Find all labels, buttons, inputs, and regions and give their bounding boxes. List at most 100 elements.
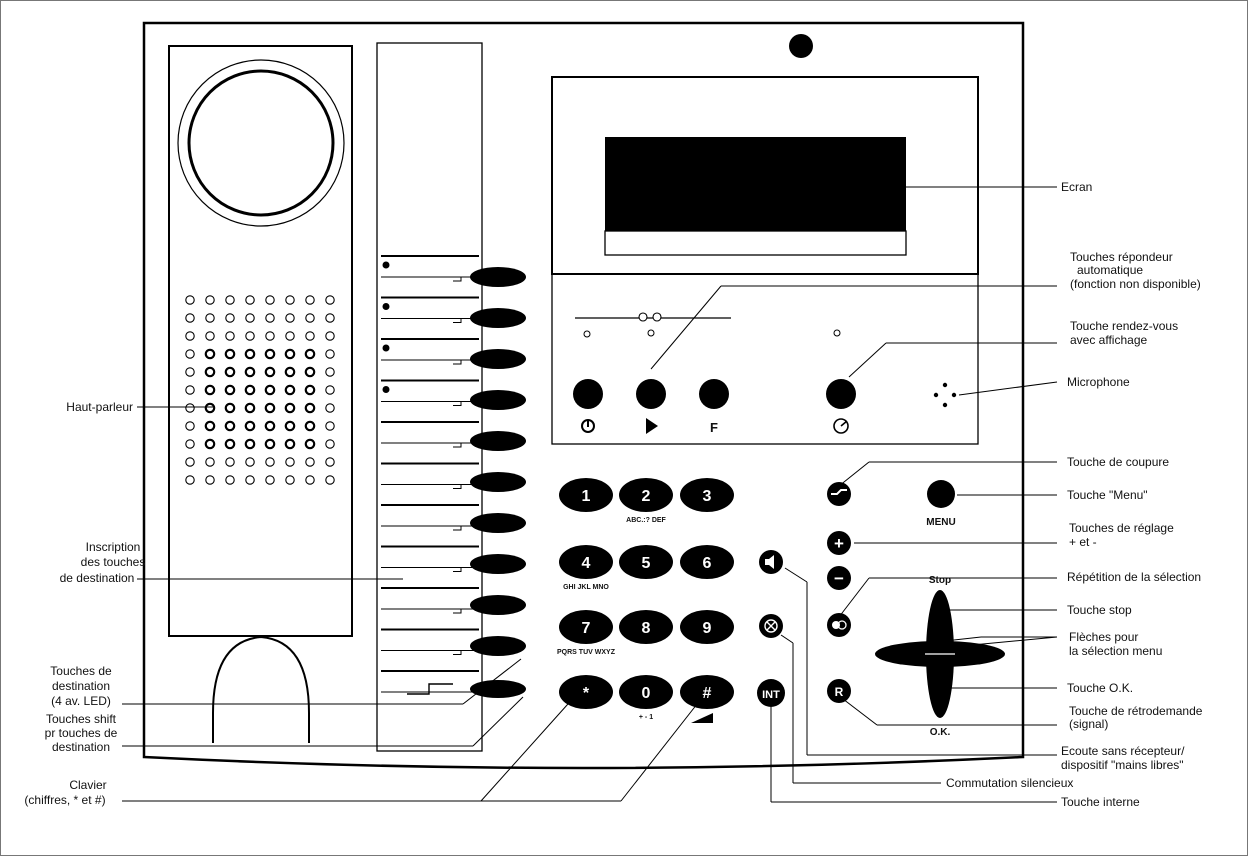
destination-key[interactable] xyxy=(470,267,526,287)
label-clavier-2: (chiffres, * et #) xyxy=(24,793,105,807)
keypad-key-label: 4 xyxy=(582,555,591,572)
speaker-hole xyxy=(284,402,296,414)
power-button[interactable] xyxy=(573,379,603,409)
menu-button[interactable] xyxy=(927,480,955,508)
r-key-label: R xyxy=(835,685,844,699)
keypad-key-1[interactable] xyxy=(559,478,613,512)
keypad-key-9[interactable] xyxy=(680,610,734,644)
speaker-hole xyxy=(225,331,235,341)
speaker-hole xyxy=(325,349,335,359)
hash-corner-mark xyxy=(691,713,713,723)
keypad-key-hash[interactable] xyxy=(680,675,734,709)
destination-key[interactable] xyxy=(470,554,526,574)
shift-step-mark xyxy=(453,650,469,655)
speaker-hole xyxy=(204,438,216,450)
keypad-key-8[interactable] xyxy=(619,610,673,644)
label-retrodemande-2: (signal) xyxy=(1069,717,1108,731)
keypad-key-7[interactable] xyxy=(559,610,613,644)
microphone-holes xyxy=(933,382,957,408)
shift-step-mark xyxy=(453,401,469,406)
speaker-hole xyxy=(285,313,295,323)
label-clavier-1: Clavier xyxy=(69,778,106,792)
keypad-key-label: 0 xyxy=(642,685,651,702)
destination-key[interactable] xyxy=(470,472,526,492)
speaker-hole xyxy=(304,438,316,450)
r-button[interactable] xyxy=(827,679,851,703)
label-destination-1: Touches de xyxy=(50,664,112,678)
speaker-hole xyxy=(185,457,195,467)
destination-key[interactable] xyxy=(470,390,526,410)
speaker-hole xyxy=(284,366,296,378)
keypad-key-4[interactable] xyxy=(559,545,613,579)
keypad-key-label: * xyxy=(583,685,590,702)
speaker-hole xyxy=(245,295,255,305)
speaker-hole xyxy=(325,403,335,413)
speaker-hole xyxy=(225,475,235,485)
play-button[interactable] xyxy=(636,379,666,409)
f-key-label: F xyxy=(710,420,718,435)
keypad-key-0[interactable] xyxy=(619,675,673,709)
speaker-icon xyxy=(765,555,774,569)
speaker-hole xyxy=(185,403,195,413)
shift-step-mark xyxy=(453,608,469,614)
speaker-hole xyxy=(244,420,256,432)
callout-lines xyxy=(122,186,1058,803)
speaker-hole xyxy=(244,438,256,450)
keypad-key-2[interactable] xyxy=(619,478,673,512)
f-button[interactable] xyxy=(699,379,729,409)
led-2 xyxy=(647,329,655,337)
disconnect-button[interactable] xyxy=(827,482,851,506)
destination-key[interactable] xyxy=(470,636,526,656)
stop-key-label: Stop xyxy=(929,575,951,586)
speaker-hole xyxy=(325,439,335,449)
keypad-key-5[interactable] xyxy=(619,545,673,579)
shift-key[interactable] xyxy=(470,680,526,698)
speaker-hole xyxy=(224,384,236,396)
appointment-button[interactable] xyxy=(826,379,856,409)
keypad-key-label: 5 xyxy=(642,555,651,572)
speaker-hole xyxy=(185,385,195,395)
destination-key[interactable] xyxy=(470,308,526,328)
shift-step-mark xyxy=(453,318,469,323)
power-icon xyxy=(581,419,595,433)
speaker-hole xyxy=(185,475,195,485)
label-haut-parleur: Haut-parleur xyxy=(66,400,133,414)
speaker-hole xyxy=(185,421,195,431)
speaker-hole xyxy=(304,420,316,432)
destination-key[interactable] xyxy=(470,513,526,533)
speaker-hole xyxy=(305,295,315,305)
speaker-hole xyxy=(285,475,295,485)
speaker-hole xyxy=(185,295,195,305)
speaker-hole xyxy=(265,313,275,323)
mute-icon-cross xyxy=(766,621,776,631)
keypad-key-3[interactable] xyxy=(680,478,734,512)
destination-key[interactable] xyxy=(470,431,526,451)
function-panel xyxy=(551,273,979,445)
speaker-hole xyxy=(285,295,295,305)
keypad-key-label: 8 xyxy=(642,620,651,637)
speaker-hole xyxy=(245,331,255,341)
destination-label-strip xyxy=(376,42,483,752)
hook-icon xyxy=(831,489,847,495)
destination-key[interactable] xyxy=(470,349,526,369)
destination-led xyxy=(382,344,390,352)
label-reglage-2: + et - xyxy=(1069,535,1097,549)
menu-key-label: MENU xyxy=(926,517,955,528)
keypad-key-label: 7 xyxy=(582,620,591,637)
display-screen xyxy=(605,137,906,231)
destination-key[interactable] xyxy=(470,595,526,615)
speaker-hole xyxy=(325,385,335,395)
speaker-hole xyxy=(245,475,255,485)
intern-button[interactable] xyxy=(757,679,785,707)
speaker-hole xyxy=(264,348,276,360)
keypad-key-6[interactable] xyxy=(680,545,734,579)
plus-button[interactable] xyxy=(827,531,851,555)
speaker-hole xyxy=(285,457,295,467)
speaker-hole xyxy=(264,384,276,396)
speaker-hole xyxy=(245,313,255,323)
keypad-key-label: 2 xyxy=(642,488,651,505)
label-menu: Touche "Menu" xyxy=(1067,488,1148,502)
minus-button[interactable] xyxy=(827,566,851,590)
keypad-key-star[interactable] xyxy=(559,675,613,709)
